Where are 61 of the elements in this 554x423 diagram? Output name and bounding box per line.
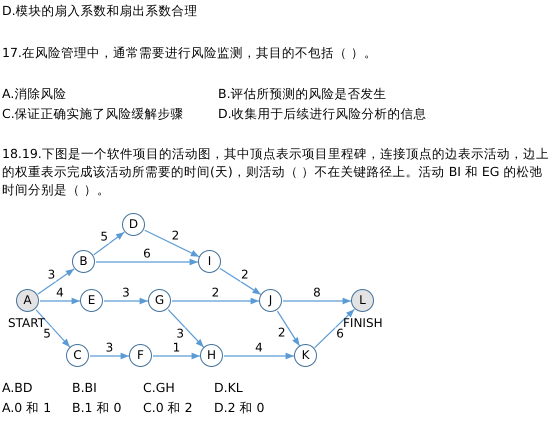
edge-label: 2	[170, 230, 180, 243]
edge-label: 5	[42, 327, 52, 340]
question-text: 18.19.下图是一个软件项目的活动图，其中顶点表示项目里程碑，连接顶点的边表示活动，边上的权重表示完成该活动所需要的时间(天)，则活动（ ）不在关键路径上。活动 BI 和 EG 的松弛时间分别是（ ）。	[2, 145, 550, 199]
answer-option: B.1 和 0	[72, 399, 122, 416]
edge-label: 4	[55, 286, 65, 300]
answer-option: A.0 和 1	[2, 399, 52, 416]
arrow	[314, 308, 355, 348]
arrow	[144, 230, 200, 258]
arrow	[36, 309, 70, 348]
answer-option: C.GH	[143, 379, 175, 396]
milestone-circle: G	[148, 289, 171, 312]
edge-label: 6	[335, 328, 345, 341]
arrow	[283, 298, 351, 304]
edge-label: 2	[210, 286, 220, 300]
question-text: D.模块的扇入系数和扇出系数合理	[2, 2, 198, 19]
arrow	[172, 298, 259, 304]
arrow	[168, 309, 204, 348]
milestone-circle: K	[294, 344, 317, 367]
arrow	[276, 310, 300, 346]
answer-option: D.2 和 0	[214, 399, 264, 416]
edge-label: 2	[276, 326, 287, 340]
arrow	[224, 352, 294, 360]
answer-option: D.KL	[214, 379, 243, 396]
edge-label: 6	[142, 248, 152, 260]
milestone-circle: B	[72, 250, 95, 273]
milestone-caption: FINISH	[343, 316, 383, 330]
edge-label: 3	[121, 286, 131, 300]
milestone-circle: A	[16, 289, 39, 312]
arrow	[220, 268, 262, 296]
milestone-circle: H	[200, 344, 223, 367]
arrow	[153, 352, 200, 360]
answer-option: D.收集用于后续进行风险分析的信息	[218, 105, 427, 122]
edge-label: 3	[104, 342, 114, 354]
arrow	[38, 268, 74, 295]
answer-option: B.BI	[72, 379, 97, 396]
arrow	[96, 258, 198, 266]
milestone-circle: D	[122, 213, 145, 236]
edge-label: 8	[312, 286, 322, 300]
milestone-caption: START	[8, 316, 46, 330]
question-text: 17.在风险管理中，通常需要进行风险监测，其目的不包括（ ）。	[2, 44, 377, 61]
edge-label: 3	[175, 327, 185, 340]
arrow	[93, 232, 125, 256]
answer-option: C.保证正确实施了风险缓解步骤	[2, 105, 184, 122]
milestone-circle: J	[259, 289, 282, 312]
edge-label: 2	[240, 268, 250, 282]
answer-option: C.0 和 2	[143, 399, 193, 416]
edge-label: 1	[172, 342, 182, 354]
answer-option: B.评估所预测的风险是否发生	[218, 85, 387, 102]
milestone-circle: E	[80, 289, 103, 312]
arrow	[90, 352, 129, 360]
answer-option: A.消除风险	[2, 85, 66, 102]
milestone-circle: I	[198, 250, 221, 273]
arrow	[40, 298, 80, 304]
edge-label: 5	[99, 230, 110, 244]
answer-option: A.BD	[2, 379, 33, 396]
arrow	[104, 298, 148, 304]
edge-label: 4	[254, 342, 264, 354]
edge-label: 3	[46, 268, 56, 282]
milestone-circle: C	[66, 344, 89, 367]
milestone-circle: L	[351, 289, 374, 312]
milestone-circle: F	[129, 344, 152, 367]
